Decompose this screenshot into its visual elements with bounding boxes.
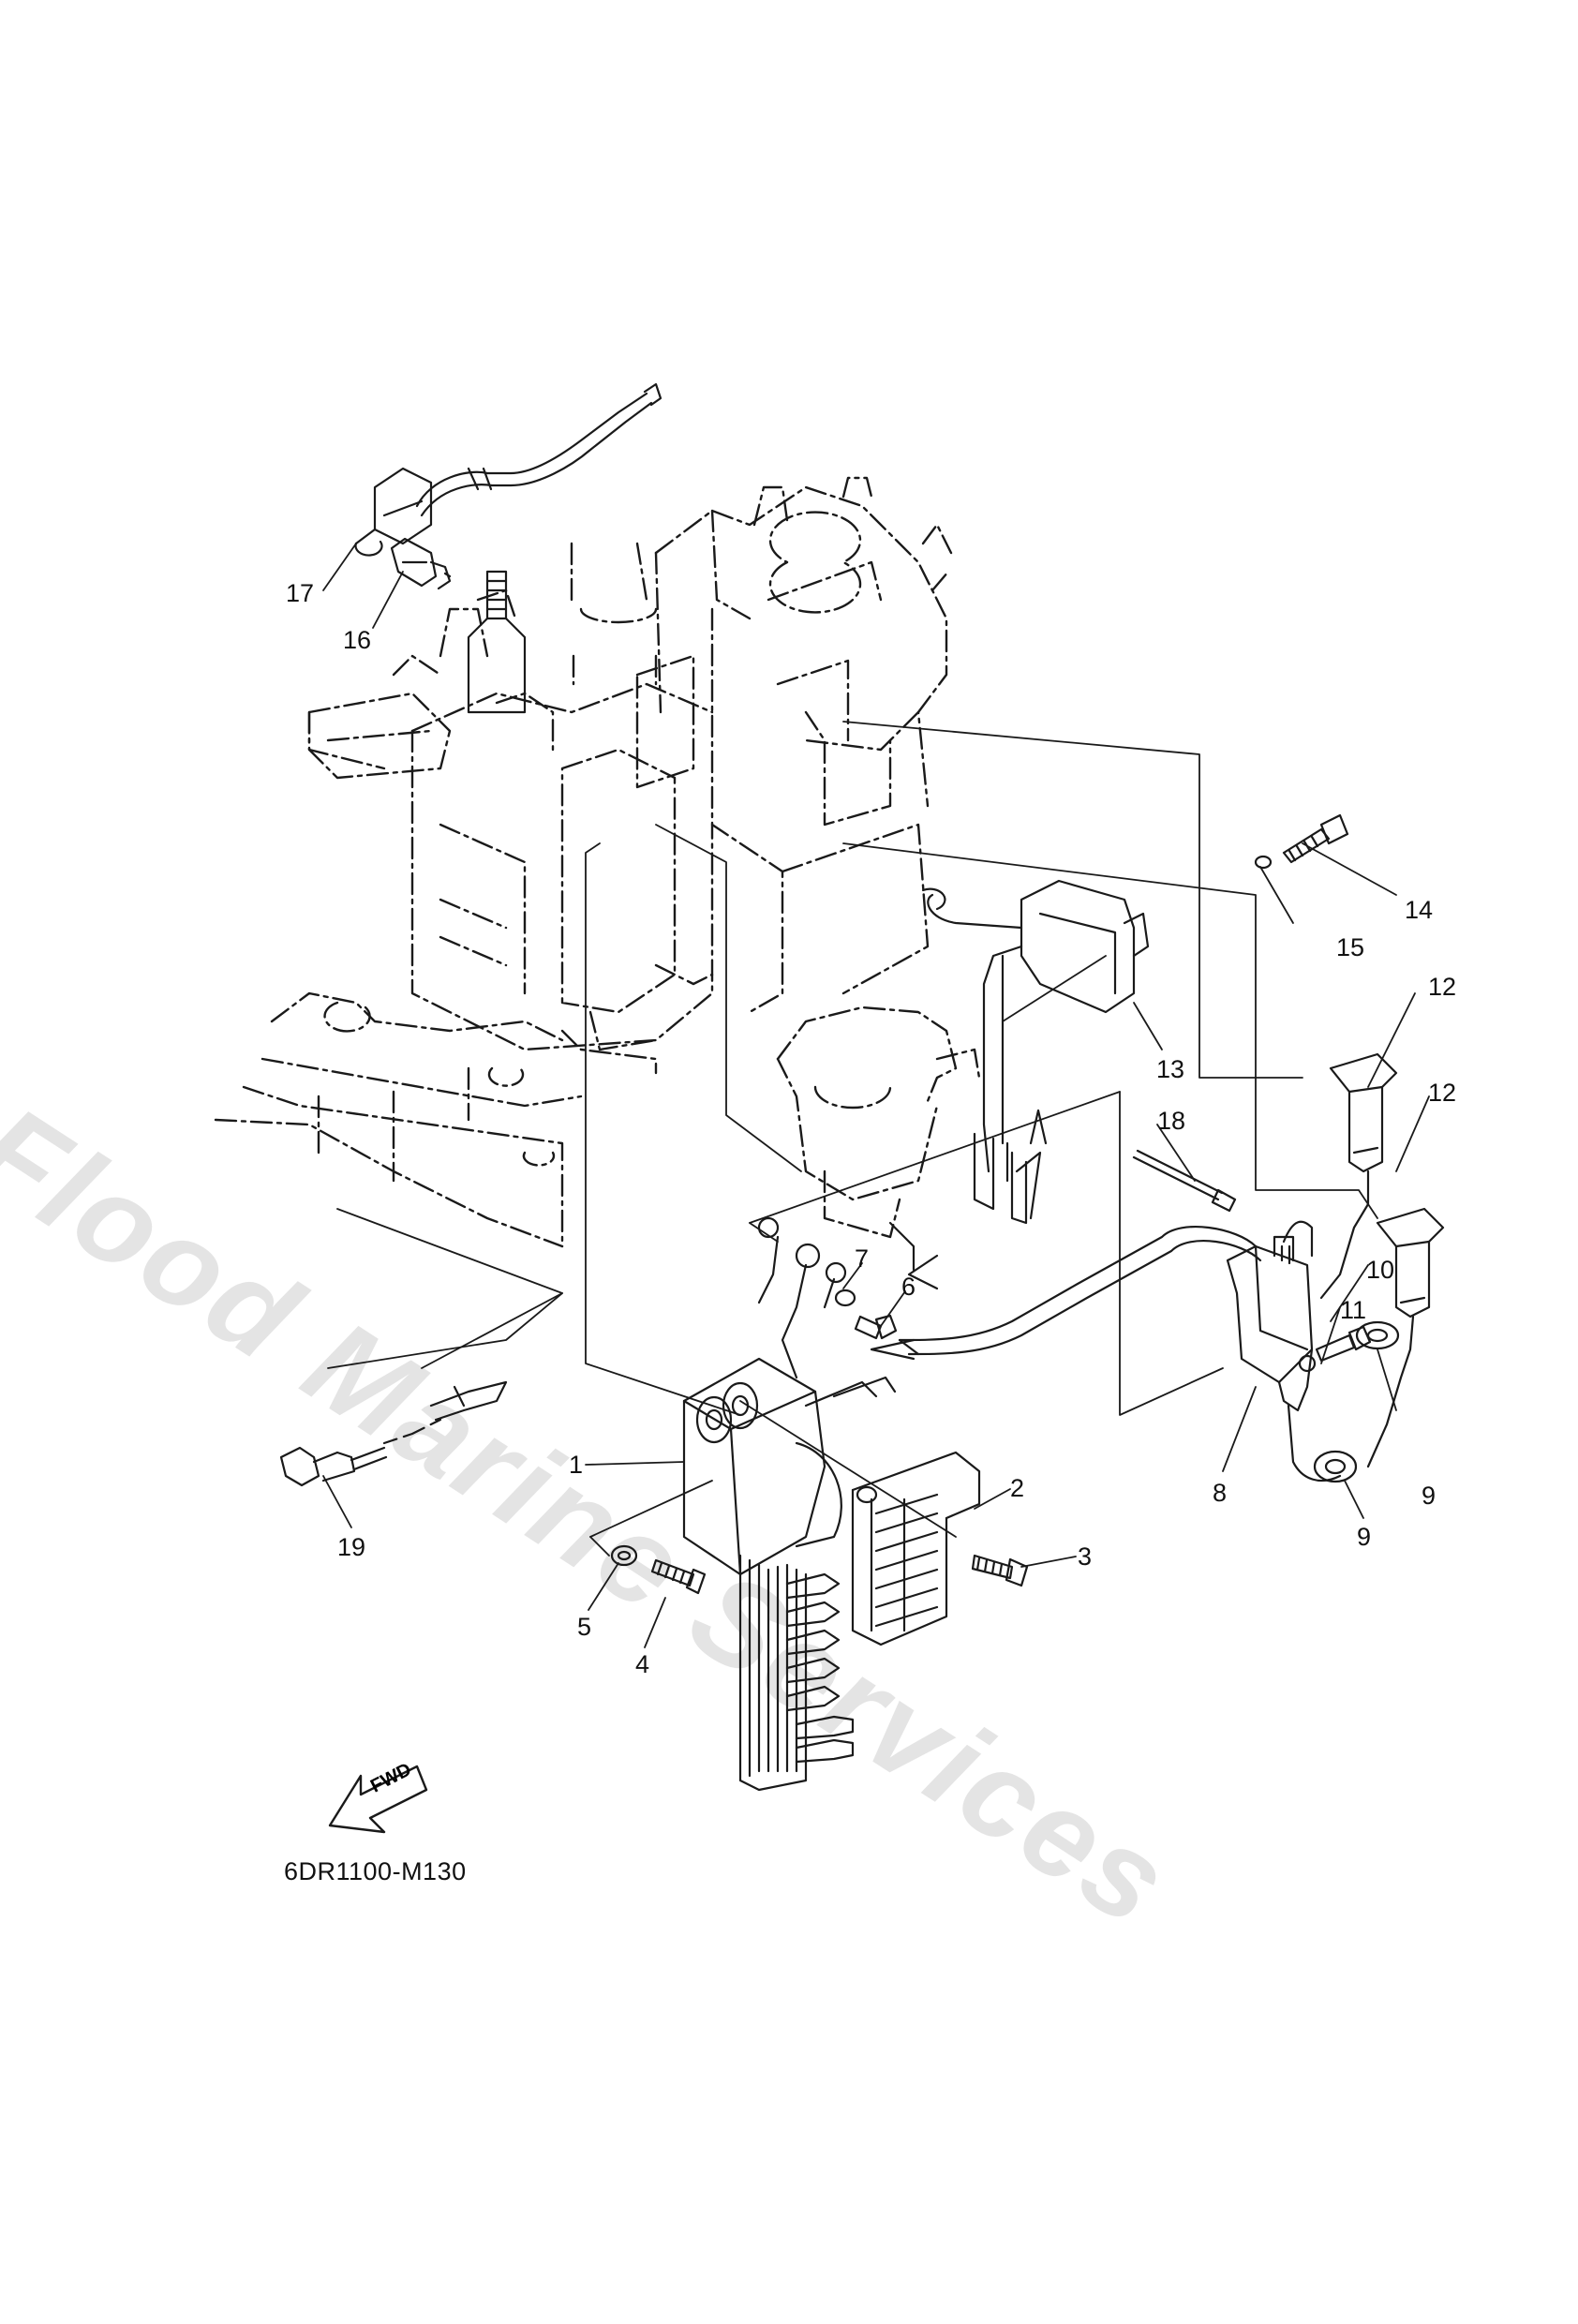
washer-5 — [610, 1544, 638, 1567]
callout-11: 11 — [1340, 1296, 1367, 1324]
sensor-19 — [279, 1380, 508, 1487]
screw-3 — [971, 1554, 1029, 1587]
bolt-11 — [1315, 1325, 1372, 1363]
spark-plug-cap-12b — [1366, 1207, 1445, 1468]
callout-12b: 12 — [1428, 1079, 1457, 1107]
callout-10: 10 — [1366, 1256, 1395, 1284]
leader-lines — [322, 543, 1430, 1648]
callout-1: 1 — [569, 1451, 584, 1479]
callout-18: 18 — [1157, 1107, 1186, 1135]
callout-2: 2 — [1010, 1474, 1025, 1502]
cdi-unit-1 — [682, 1216, 939, 1792]
callout-6: 6 — [901, 1273, 916, 1301]
engine-stud — [467, 570, 527, 714]
callout-13: 13 — [1156, 1055, 1185, 1083]
engine-block-phantom — [214, 476, 981, 1248]
callout-7: 7 — [855, 1244, 870, 1273]
callout-9b: 9 — [1422, 1482, 1437, 1510]
drawing-code: 6DR1100-M130 — [284, 1857, 467, 1885]
washer-10 — [1298, 1354, 1317, 1373]
bolt-4 — [650, 1558, 707, 1595]
callout-4: 4 — [635, 1650, 650, 1678]
spark-plug-cap-12a — [1319, 1052, 1398, 1300]
callout-12a: 12 — [1428, 973, 1457, 1001]
callout-9a: 9 — [1357, 1523, 1372, 1551]
callout-5: 5 — [577, 1613, 592, 1641]
ignition-coil-8 — [870, 1220, 1342, 1482]
bolt-14 — [1282, 813, 1349, 864]
callout-8: 8 — [1213, 1479, 1228, 1507]
callout-16: 16 — [343, 626, 372, 654]
callout-17: 17 — [286, 579, 315, 607]
callout-15: 15 — [1336, 933, 1365, 961]
grommet-9b — [1313, 1450, 1358, 1483]
ignition-coil-13 — [921, 879, 1150, 1225]
bolt-6 — [854, 1314, 898, 1340]
cable-tie-18 — [1132, 1149, 1237, 1213]
fwd-arrow — [328, 1765, 428, 1834]
callout-19: 19 — [337, 1533, 366, 1561]
sensor-16 — [390, 537, 452, 590]
callout-14: 14 — [1405, 896, 1434, 924]
rectifier-2 — [851, 1451, 981, 1646]
spark-plug-cap-17 — [354, 382, 662, 557]
callout-3: 3 — [1078, 1542, 1093, 1571]
washer-7 — [834, 1289, 856, 1307]
washer-15 — [1254, 855, 1273, 870]
